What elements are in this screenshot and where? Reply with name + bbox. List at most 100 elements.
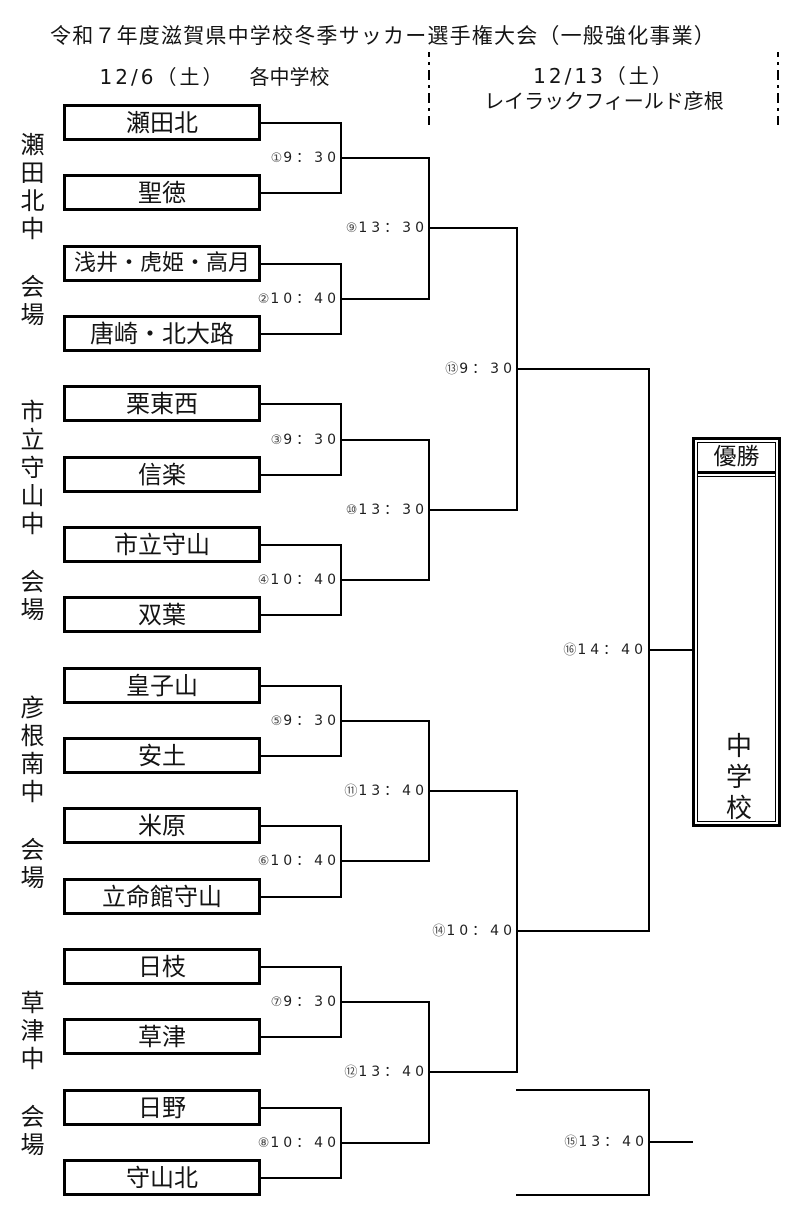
match-number: ⑯: [563, 643, 577, 658]
match-number: ⑮: [564, 1135, 578, 1150]
connector-match-11: [428, 720, 518, 862]
connector-match-10: [428, 439, 518, 581]
match-label-4: ④10：40: [258, 572, 340, 589]
team-slot-1: 瀬田北: [63, 104, 261, 141]
match-label-14: ⑭10：40: [432, 923, 516, 940]
bracket-connectors: [260, 122, 693, 1196]
day2-header: 12/13（土） レイラックフィールド彦根: [429, 64, 779, 114]
match-label-third-place: ⑮13：40: [564, 1134, 648, 1151]
match-time: 9：30: [283, 713, 340, 729]
team-name: 日枝: [138, 952, 186, 981]
venue-label-1: 瀬田北中 会場: [16, 107, 44, 355]
venue-suffix: 会場: [16, 569, 44, 625]
match-time: 13：30: [358, 220, 428, 236]
match-label-8: ⑧10：40: [258, 1135, 340, 1152]
connector-final: [648, 368, 693, 932]
team-slot-2: 聖徳: [63, 174, 261, 211]
team-slot-7: 市立守山: [63, 526, 261, 563]
match-label-2: ②10：40: [258, 291, 340, 308]
champion-header: 優勝: [698, 443, 775, 474]
team-slot-6: 信楽: [63, 456, 261, 493]
team-slot-5: 栗東西: [63, 385, 261, 422]
team-name: 守山北: [126, 1163, 198, 1192]
venue-suffix: 会場: [16, 1104, 44, 1160]
team-name: 皇子山: [126, 671, 198, 700]
team-name: 唐崎・北大路: [90, 319, 234, 348]
match-number: ⑫: [344, 1065, 358, 1080]
match-number: ⑥: [257, 854, 270, 869]
day2-date: 12/13（土）: [533, 64, 675, 88]
match-time: 9：30: [283, 432, 340, 448]
match-number: ⑨: [345, 221, 358, 236]
team-name: 信楽: [138, 460, 186, 489]
venue-label-2: 市立守山中 会場: [16, 388, 44, 636]
match-number: ⑪: [344, 784, 358, 799]
match-number: ⑩: [345, 503, 358, 518]
team-name: 市立守山: [114, 530, 210, 559]
match-time: 9：30: [459, 361, 516, 377]
match-number: ⑤: [270, 714, 283, 729]
match-number: ③: [270, 433, 283, 448]
match-time: 10：40: [446, 923, 516, 939]
match-label-10: ⑩13：30: [346, 502, 428, 519]
connector-match-4: [260, 544, 430, 616]
champion-divider: [698, 476, 775, 477]
connector-match-14: [516, 790, 650, 1073]
match-label-1: ①9：30: [271, 150, 340, 167]
match-number: ⑭: [432, 924, 446, 939]
team-slot-16: 守山北: [63, 1159, 261, 1196]
match-label-7: ⑦9：30: [271, 994, 340, 1011]
team-slot-10: 安土: [63, 737, 261, 774]
team-slot-13: 日枝: [63, 948, 261, 985]
team-slot-12: 立命館守山: [63, 878, 261, 915]
match-label-3: ③9：30: [271, 432, 340, 449]
match-number: ②: [257, 292, 270, 307]
team-name: 聖徳: [138, 178, 186, 207]
team-slot-11: 米原: [63, 807, 261, 844]
team-slot-14: 草津: [63, 1018, 261, 1055]
team-slot-4: 唐崎・北大路: [63, 315, 261, 352]
connector-match-1: [260, 122, 430, 194]
day2-venue: レイラックフィールド彦根: [484, 89, 724, 113]
match-time: 13：40: [578, 1134, 648, 1150]
venue-suffix: 会場: [16, 837, 44, 893]
match-number: ④: [257, 573, 270, 588]
team-slot-9: 皇子山: [63, 667, 261, 704]
connector-match-5: [260, 685, 430, 757]
day1-date: 12/6（土）: [99, 65, 226, 89]
champion-box: 優勝 中学校: [692, 437, 781, 827]
match-time: 13：30: [358, 502, 428, 518]
connector-match-2: [260, 263, 430, 335]
match-time: 10：40: [270, 853, 340, 869]
match-label-12: ⑫13：40: [344, 1064, 428, 1081]
champion-school-suffix: 中学校: [721, 732, 752, 825]
match-time: 9：30: [283, 994, 340, 1010]
match-time: 13：40: [358, 783, 428, 799]
team-name: 瀬田北: [126, 108, 198, 137]
match-time: 14：40: [577, 642, 647, 658]
day1-venue: 各中学校: [249, 65, 330, 89]
venue-suffix: 会場: [16, 274, 44, 330]
connector-match-9: [428, 157, 518, 300]
team-name: 安土: [138, 741, 186, 770]
match-time: 13：40: [358, 1064, 428, 1080]
team-name: 米原: [138, 811, 186, 840]
venue-name: 瀬田北中: [16, 132, 44, 244]
match-label-5: ⑤9：30: [271, 713, 340, 730]
venue-label-3: 彦根南中 会場: [16, 670, 44, 918]
connector-match-12: [428, 1001, 518, 1144]
team-name: 日野: [138, 1093, 186, 1122]
venue-name: 草津中: [16, 990, 44, 1074]
page-title: 令和７年度滋賀県中学校冬季サッカー選手権大会（一般強化事業）: [50, 24, 716, 48]
team-slot-3: 浅井・虎姫・高月: [63, 245, 261, 282]
match-time: 9：30: [283, 150, 340, 166]
team-slot-15: 日野: [63, 1089, 261, 1126]
team-name: 浅井・虎姫・高月: [73, 250, 250, 276]
match-number: ⑧: [257, 1136, 270, 1151]
match-number: ⑬: [445, 362, 459, 377]
connector-match-13: [516, 227, 650, 511]
champion-box-inner: 優勝: [697, 442, 776, 822]
venue-name: 彦根南中: [16, 695, 44, 807]
